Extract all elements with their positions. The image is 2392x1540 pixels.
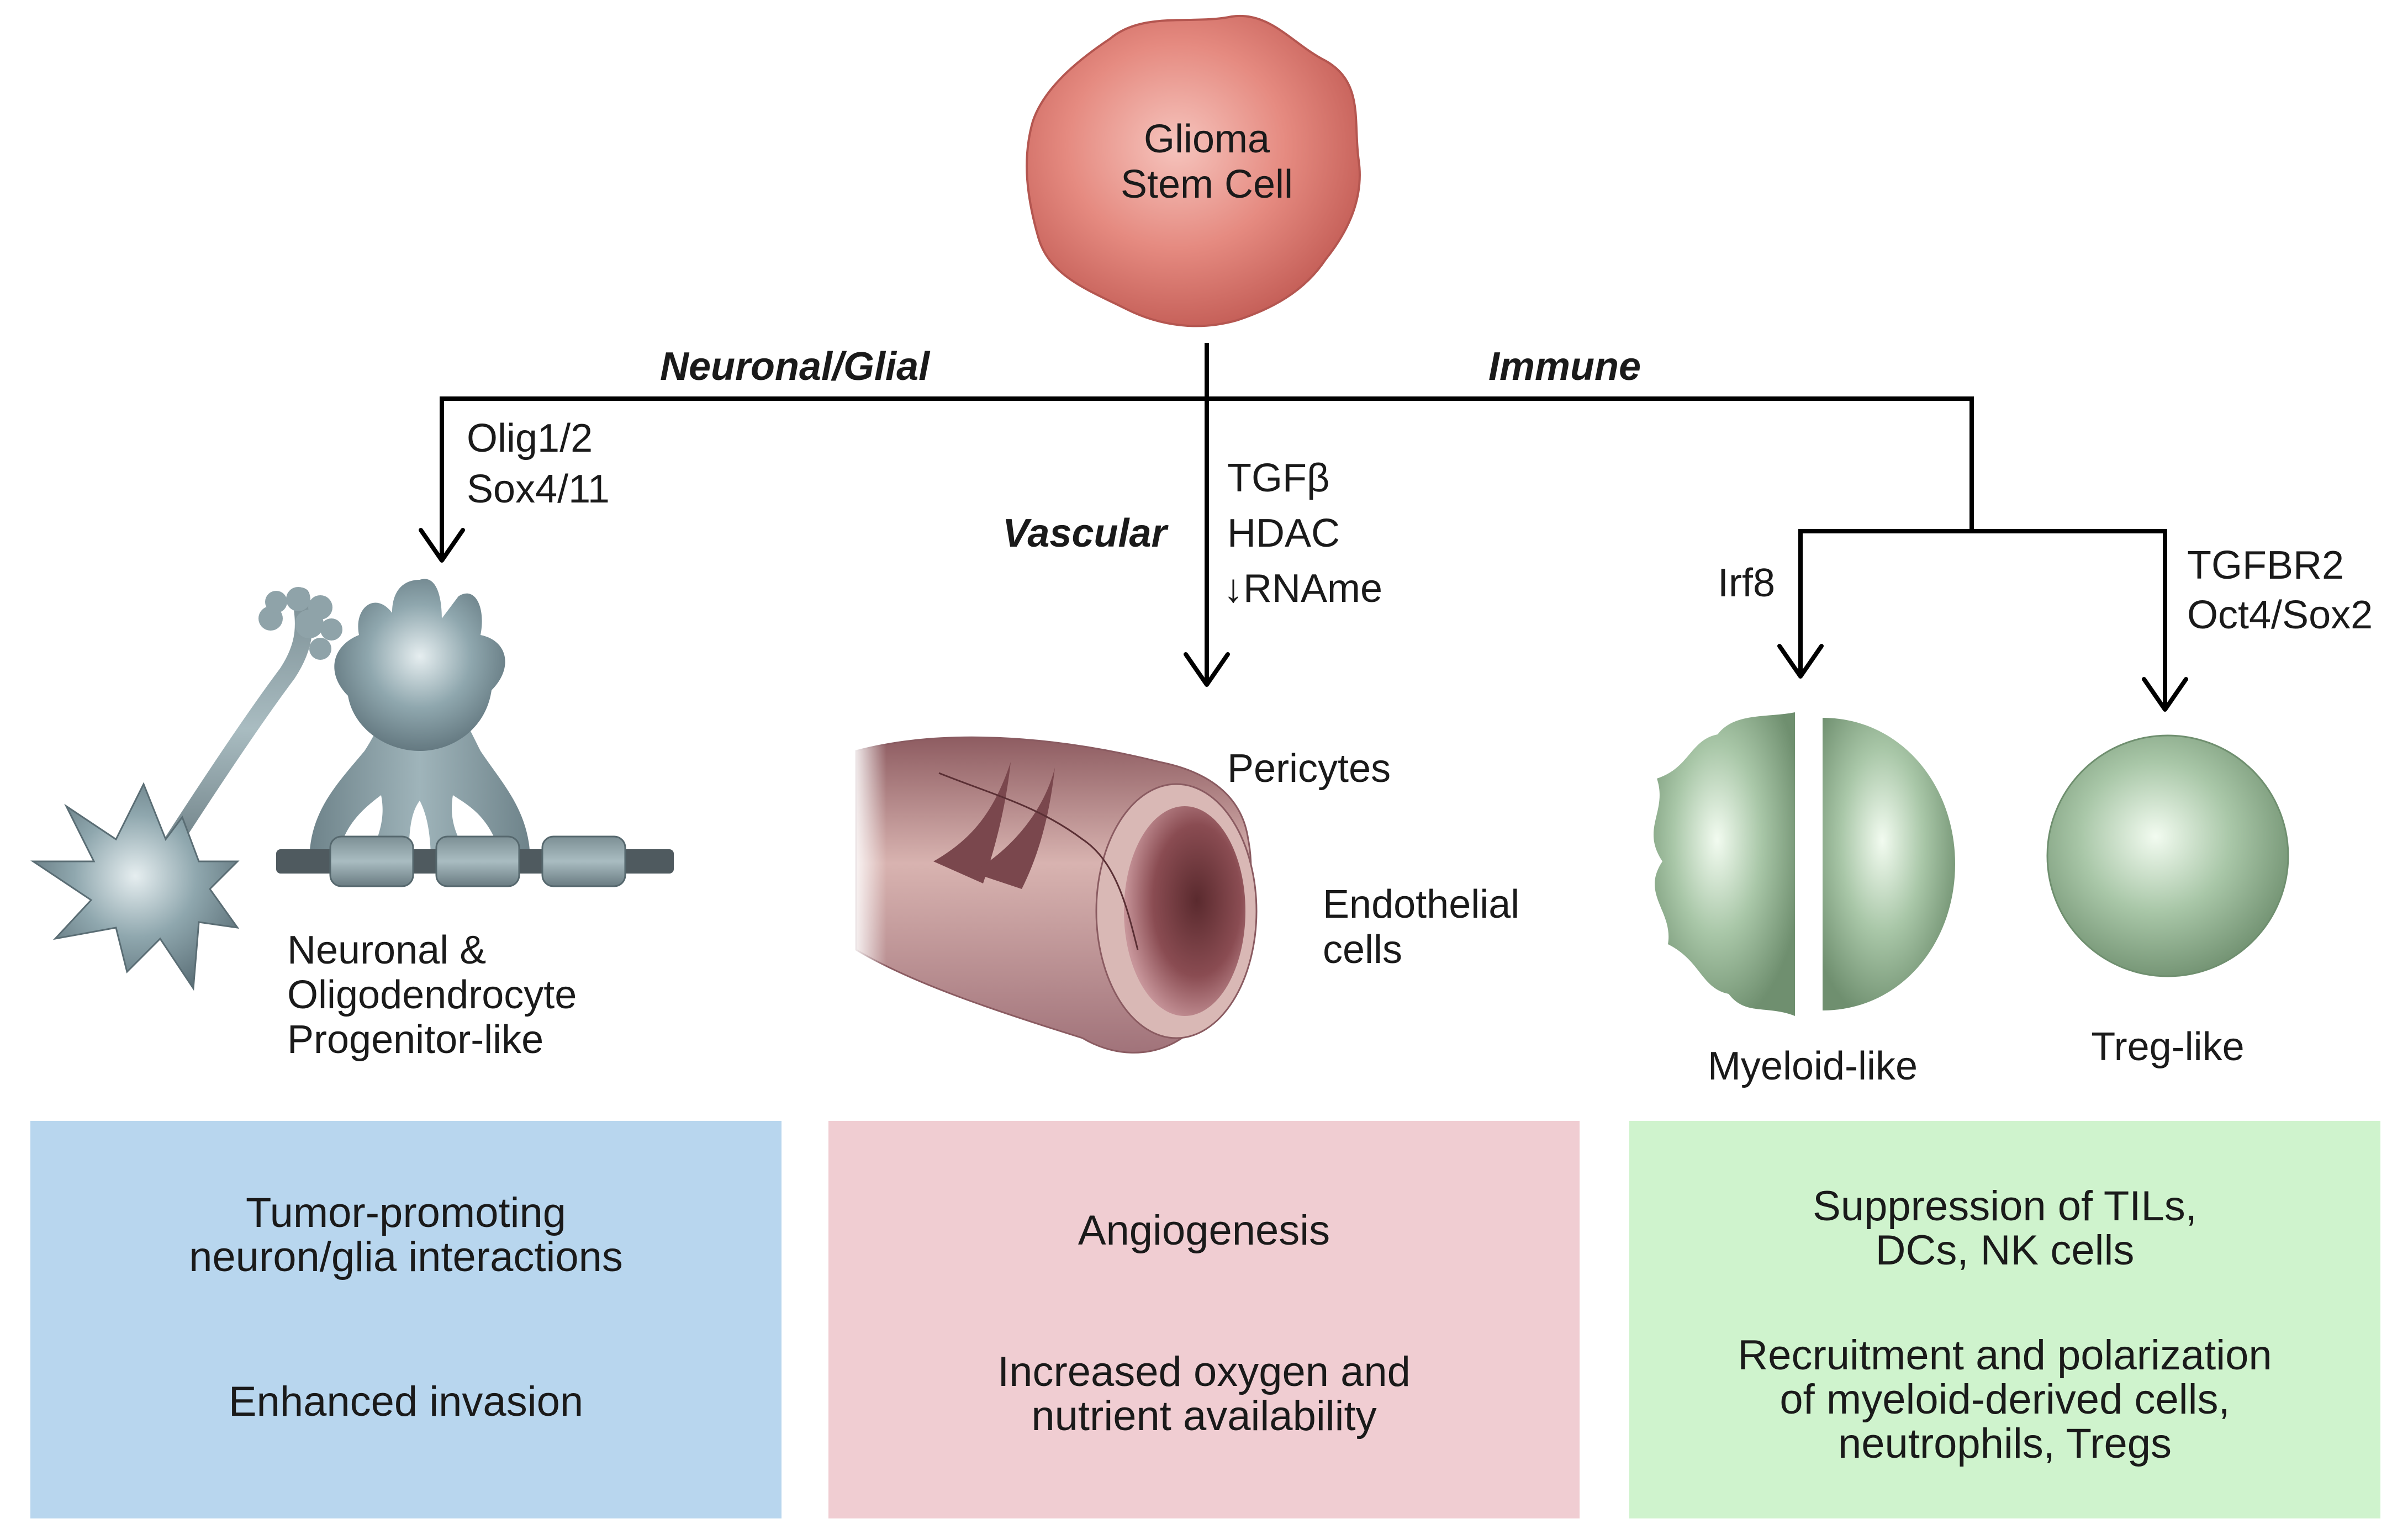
branch-label-vascular: Vascular bbox=[1002, 511, 1169, 555]
endothelial-label-line2: cells bbox=[1323, 928, 1402, 972]
box-vascular-line2: Increased oxygen and bbox=[997, 1348, 1411, 1395]
neuronal-label-line1: Neuronal & bbox=[287, 928, 486, 972]
factor-hdac: HDAC bbox=[1227, 511, 1340, 555]
box-immune-bg bbox=[1629, 1121, 2380, 1518]
vascular-arrowhead bbox=[1184, 652, 1230, 687]
box-neuronal-line1: Tumor-promoting bbox=[246, 1189, 566, 1236]
arrowheads bbox=[419, 528, 2188, 712]
axon-terminal bbox=[258, 587, 342, 660]
myelin-segment-1 bbox=[329, 835, 414, 887]
stem-cell-body bbox=[1026, 14, 1361, 327]
neuron-illustration bbox=[30, 579, 674, 991]
branch-label-neuronal: Neuronal/Glial bbox=[660, 345, 931, 389]
factor-tgfbr2: TGFBR2 bbox=[2187, 543, 2344, 588]
factor-oct4: Oct4/Sox2 bbox=[2187, 593, 2373, 637]
box-vascular-bg bbox=[828, 1121, 1580, 1518]
neuronal-arrowhead bbox=[419, 528, 465, 563]
vessel-illustration bbox=[851, 718, 1258, 1054]
box-neuronal-line2: neuron/glia interactions bbox=[189, 1234, 623, 1280]
vessel-capillary bbox=[938, 772, 1139, 950]
pericyte-1 bbox=[933, 762, 1011, 883]
factor-olig: Olig1/2 bbox=[467, 416, 593, 461]
pericytes-label: Pericytes bbox=[1227, 747, 1391, 791]
neuronal-label-line3: Progenitor-like bbox=[287, 1018, 543, 1062]
myeloid-left-half bbox=[1653, 712, 1795, 1016]
box-immune-line3: Recruitment and polarization bbox=[1738, 1332, 2272, 1379]
myeloid-label: Myeloid-like bbox=[1708, 1044, 1918, 1088]
box-neuronal-bg bbox=[30, 1121, 782, 1518]
box-neuronal-line3: Enhanced invasion bbox=[229, 1378, 583, 1425]
glioma-stem-cell: Glioma Stem Cell bbox=[1026, 14, 1361, 327]
box-immune-line5: neutrophils, Tregs bbox=[1838, 1420, 2172, 1467]
box-immune-line2: DCs, NK cells bbox=[1876, 1227, 2135, 1274]
myeloid-arrowhead bbox=[1777, 644, 1824, 679]
factor-tgfb: TGFβ bbox=[1227, 456, 1329, 500]
treg-cell bbox=[2046, 734, 2289, 977]
myelin-segment-3 bbox=[541, 835, 626, 887]
myeloid-cell bbox=[1653, 712, 1955, 1016]
factor-sox4: Sox4/11 bbox=[467, 467, 610, 511]
factor-irf8: Irf8 bbox=[1718, 561, 1775, 605]
pericyte-2 bbox=[972, 768, 1055, 889]
branch-label-immune: Immune bbox=[1488, 345, 1641, 389]
neuron-soma bbox=[30, 782, 240, 991]
opc-soma bbox=[334, 579, 505, 751]
box-immune: Suppression of TILs, DCs, NK cells Recru… bbox=[1629, 1121, 2380, 1518]
box-immune-line4: of myeloid-derived cells, bbox=[1780, 1376, 2230, 1423]
box-neuronal: Tumor-promoting neuron/glia interactions… bbox=[30, 1121, 782, 1518]
connector-lines bbox=[440, 343, 2167, 709]
box-vascular-line1: Angiogenesis bbox=[1078, 1207, 1330, 1254]
treg-label: Treg-like bbox=[2091, 1025, 2244, 1069]
myelin-segment-2 bbox=[435, 835, 520, 887]
stem-cell-label-line1: Glioma bbox=[1144, 117, 1270, 161]
vessel-lumen bbox=[1124, 806, 1245, 1016]
treg-arrowhead bbox=[2142, 677, 2188, 712]
factor-rname: ↓RNAme bbox=[1223, 567, 1382, 611]
myeloid-right-half bbox=[1823, 718, 1955, 1010]
opc-processes bbox=[309, 690, 530, 861]
box-vascular: Angiogenesis Increased oxygen and nutrie… bbox=[828, 1121, 1580, 1518]
neuronal-label-line2: Oligodendrocyte bbox=[287, 973, 577, 1017]
box-immune-line1: Suppression of TILs, bbox=[1813, 1183, 2197, 1230]
endothelial-label-line1: Endothelial bbox=[1323, 882, 1519, 927]
box-vascular-line3: nutrient availability bbox=[1031, 1393, 1376, 1440]
stem-cell-label-line2: Stem Cell bbox=[1121, 162, 1293, 207]
